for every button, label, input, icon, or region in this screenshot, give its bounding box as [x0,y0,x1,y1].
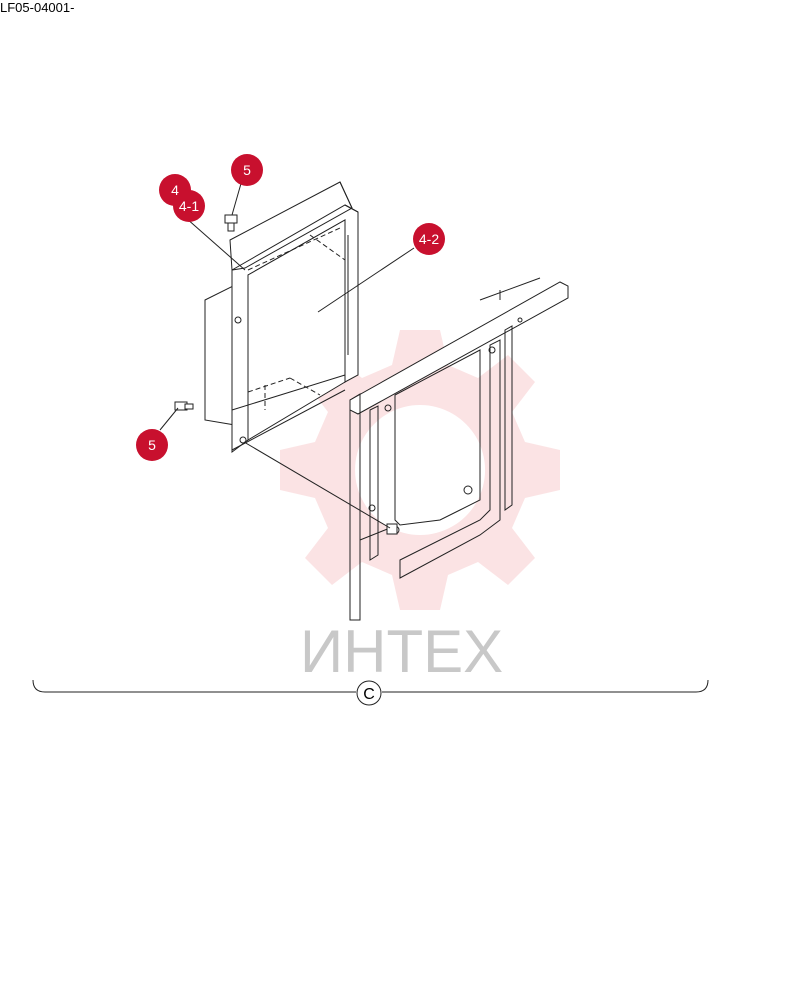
svg-text:4-1: 4-1 [179,198,199,214]
svg-text:5: 5 [148,437,156,453]
callout-5-top[interactable]: 5 [231,154,263,186]
section-marker: C [363,686,375,703]
svg-text:5: 5 [243,162,251,178]
cover-box [204,181,359,453]
leader-4-1 [185,217,246,271]
callout-4-2[interactable]: 4-2 [413,223,445,255]
leader-4-2 [317,247,415,313]
mounting-frame [349,277,569,621]
mounting-path-line [243,441,391,529]
bolt-top-icon [224,214,238,232]
leader-5-top [231,179,243,216]
svg-text:4: 4 [171,182,179,198]
section-bracket: C [32,679,709,706]
leader-5-bottom [159,407,179,431]
callout-4-1[interactable]: 4-1 [173,190,205,222]
document-code: LF05-04001- [0,0,75,15]
bolt-bottom-icon [174,401,194,411]
callout-5-bottom[interactable]: 5 [136,429,168,461]
svg-text:4-2: 4-2 [419,231,439,247]
watermark-text: ИНТЕХ [300,618,503,685]
bolt-frame-icon [386,523,398,535]
